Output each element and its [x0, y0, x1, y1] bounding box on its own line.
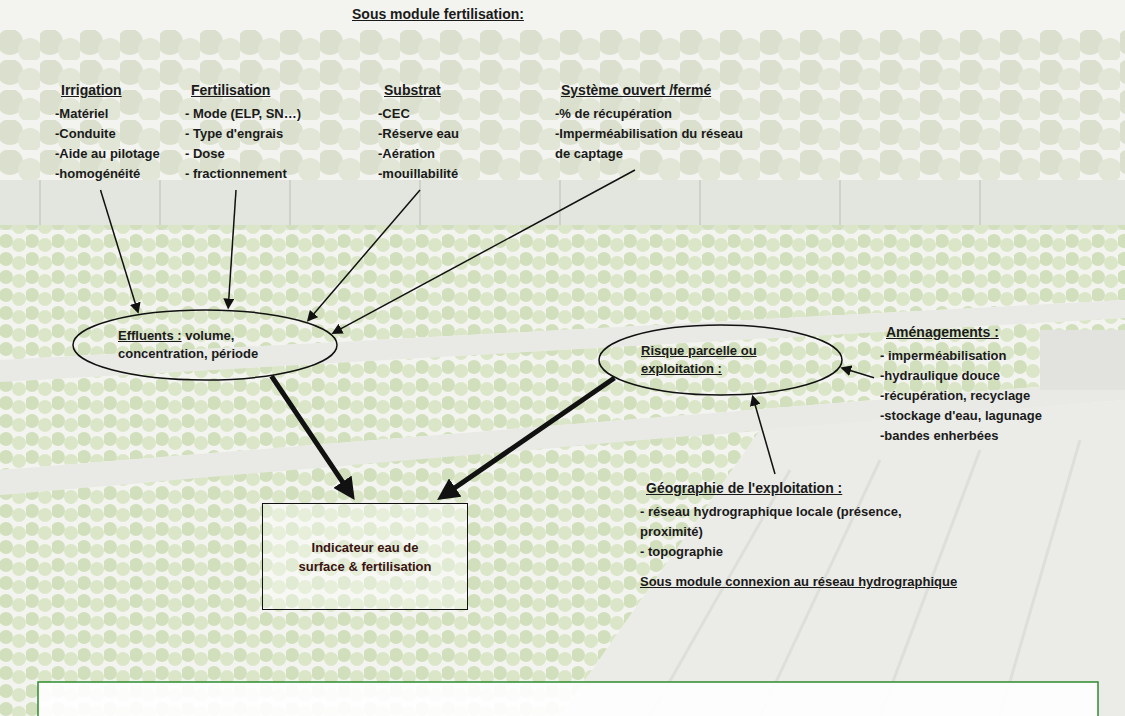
list-item: -homogénéité [55, 164, 185, 184]
ellipse-heading: Effluents : [118, 328, 182, 343]
measure-list: Aménagements : - imperméabilisation-hydra… [880, 322, 1110, 446]
thick-arrow [272, 376, 345, 485]
indicator-box: Indicateur eau de surface & fertilisatio… [262, 503, 468, 610]
arrow [229, 190, 236, 301]
list-item: - imperméabilisation [880, 346, 1110, 366]
tree-line [0, 30, 1125, 205]
risk-ellipse: Risque parcelle ou exploitation : [598, 324, 843, 396]
list-item: -mouillabilité [378, 164, 498, 184]
factor-list: Substrat -CEC-Réserve eau-Aération-mouill… [378, 80, 498, 184]
list-item: -stockage d'eau, lagunage [880, 406, 1110, 426]
effluent-ellipse: Effluents : volume, concentration, pério… [72, 309, 338, 381]
shade-house [0, 180, 1125, 230]
list-item: -bandes enherbées [880, 426, 1110, 446]
ellipse-text: Risque parcelle ou exploitation : [641, 342, 801, 378]
ellipse-border [73, 310, 337, 380]
shed [1040, 330, 1125, 390]
list-item: -% de récupération [555, 104, 755, 124]
list-heading: Géographie de l'exploitation : [640, 478, 910, 498]
shade-house-posts [40, 180, 980, 230]
arrow [755, 403, 775, 474]
arrow [339, 170, 635, 330]
empty-frame [38, 682, 1098, 716]
arrow [849, 370, 874, 378]
list-item: - topographie [640, 542, 910, 562]
list-item: -Aération [378, 144, 498, 164]
list-heading: Substrat [378, 80, 498, 100]
indicator-text: Indicateur eau de surface & fertilisatio… [290, 538, 440, 576]
list-item: - réseau hydrographique locale (présence… [640, 502, 910, 542]
factor-list: Système ouvert /fermé -% de récupération-… [555, 80, 755, 164]
list-item: -récupération, recyclage [880, 386, 1110, 406]
arrow [313, 190, 420, 315]
list-heading: Aménagements : [880, 322, 1110, 342]
factor-list: Fertilisation - Mode (ELP, SN…)- Type d'e… [185, 80, 355, 184]
ellipse-outline [598, 324, 843, 396]
list-item: - fractionnement [185, 164, 355, 184]
list-item: -Aide au pilotage [55, 144, 185, 164]
ellipse-text: Effluents : volume, concentration, pério… [118, 327, 293, 363]
diagram-title: Sous module fertilisation: [352, 6, 524, 22]
list-heading: Irrigation [55, 80, 185, 100]
ellipse-heading: Risque parcelle ou exploitation : [641, 343, 757, 376]
list-item: - Dose [185, 144, 355, 164]
list-item: -Imperméabilisation du réseau de captage [555, 124, 755, 164]
list-heading: Fertilisation [185, 80, 355, 100]
ellipse-border [599, 325, 842, 395]
list-item: -hydraulique douce [880, 366, 1110, 386]
factor-list: Irrigation -Matériel-Conduite-Aide au pil… [55, 80, 185, 184]
list-item: -Matériel [55, 104, 185, 124]
arrow [101, 190, 136, 305]
submodule-label: Sous module connexion au réseau hydrogra… [640, 574, 957, 589]
thick-arrow [452, 378, 615, 490]
list-item: -CEC [378, 104, 498, 124]
list-item: - Mode (ELP, SN…) [185, 104, 355, 124]
list-item: -Réserve eau [378, 124, 498, 144]
geography-list: Géographie de l'exploitation : - réseau h… [640, 478, 910, 562]
list-heading: Système ouvert /fermé [555, 80, 755, 100]
ellipse-outline [72, 309, 338, 381]
list-item: - Type d'engrais [185, 124, 355, 144]
ground [560, 400, 1125, 716]
list-item: -Conduite [55, 124, 185, 144]
